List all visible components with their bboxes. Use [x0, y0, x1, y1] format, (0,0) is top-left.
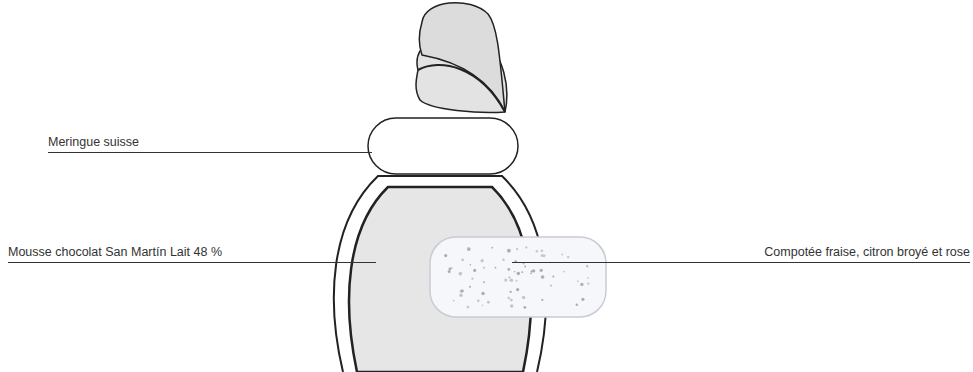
texture-dot	[521, 271, 523, 273]
texture-dot	[467, 247, 471, 251]
texture-dot	[525, 246, 527, 248]
texture-dot	[541, 254, 544, 257]
texture-dot	[477, 299, 480, 302]
texture-dot	[540, 269, 543, 272]
texture-dot	[473, 269, 476, 272]
leader-line	[48, 152, 372, 153]
texture-dot	[507, 249, 511, 253]
texture-dot	[467, 306, 470, 309]
texture-dot	[576, 304, 578, 306]
texture-dot	[448, 270, 451, 273]
texture-dot	[510, 279, 514, 283]
texture-dot	[509, 291, 511, 293]
texture-dot	[471, 278, 473, 280]
part-label: Meringue suisse	[48, 135, 139, 150]
texture-dot	[481, 292, 484, 295]
texture-dot	[524, 266, 526, 268]
meringue-ring	[368, 118, 518, 174]
texture-dot	[483, 281, 485, 283]
texture-dot	[460, 289, 463, 292]
texture-dot	[487, 301, 490, 304]
texture-dot	[550, 285, 552, 287]
texture-dot	[453, 300, 455, 302]
texture-dot	[444, 254, 447, 257]
texture-dot	[483, 267, 485, 269]
texture-dot	[516, 280, 518, 282]
texture-dot	[461, 289, 464, 292]
texture-dot	[459, 272, 463, 276]
texture-dot	[502, 259, 504, 261]
texture-dot	[561, 253, 563, 255]
texture-dot	[580, 283, 583, 286]
texture-dot	[587, 283, 589, 285]
compotee-texture	[444, 246, 589, 309]
compotee-insert	[430, 237, 606, 317]
texture-dot	[461, 259, 464, 262]
texture-dot	[495, 267, 497, 269]
texture-dot	[507, 297, 510, 300]
texture-dot	[581, 298, 584, 301]
texture-dot	[532, 269, 535, 272]
texture-dot	[449, 268, 452, 271]
texture-dot	[530, 272, 532, 274]
texture-dot	[541, 249, 544, 252]
texture-dot	[567, 256, 569, 258]
texture-dot	[541, 299, 543, 301]
texture-dot	[459, 293, 463, 297]
texture-dot	[577, 280, 579, 282]
texture-dot	[563, 271, 565, 273]
texture-dot	[481, 259, 484, 262]
texture-dot	[508, 277, 510, 279]
texture-dot	[482, 304, 484, 306]
texture-dot	[491, 247, 493, 249]
texture-dot	[469, 286, 471, 288]
texture-dot	[504, 279, 507, 282]
texture-dot	[522, 296, 525, 299]
texture-dot	[469, 264, 471, 266]
texture-dot	[514, 271, 516, 273]
texture-dot	[510, 304, 514, 308]
leader-line	[512, 262, 970, 263]
texture-dot	[536, 250, 538, 252]
texture-dot	[467, 247, 469, 249]
texture-dot	[552, 275, 554, 277]
part-label: Compotée fraise, citron broyé et rose	[764, 245, 970, 260]
texture-dot	[510, 299, 513, 302]
texture-dot	[507, 268, 510, 271]
texture-dot	[517, 272, 521, 276]
texture-dot	[586, 265, 589, 268]
texture-dot	[523, 306, 526, 309]
meringue-shell	[419, 3, 505, 112]
texture-dot	[541, 275, 545, 279]
part-label: Mousse chocolat San Martín Lait 48 %	[8, 245, 222, 260]
texture-dot	[587, 277, 589, 279]
texture-dot	[516, 288, 519, 291]
texture-dot	[516, 248, 518, 250]
leader-line	[8, 262, 376, 263]
meringue-edge	[418, 65, 505, 112]
